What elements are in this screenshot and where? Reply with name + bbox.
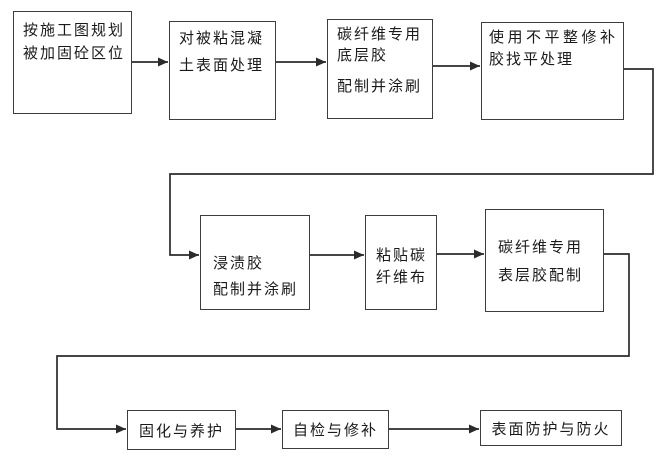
flow-step-label-line: 固化与养护 <box>138 422 224 440</box>
flow-step-label-line: 浸渍胶 <box>213 255 265 272</box>
flow-step-label-line: 按施工图规划 <box>23 22 126 39</box>
flow-step-surface-fire-protection: 表面防护与防火 <box>480 410 622 446</box>
flow-step-label-line: 自检与修补 <box>292 422 378 439</box>
flow-step-paste-carbon-fiber-cloth: 粘贴碳 纤维布 <box>365 215 437 310</box>
flow-step-label-line: 表层胶配制 <box>498 267 584 284</box>
flow-step-label-line: 纤维布 <box>376 269 428 286</box>
flow-step-self-inspection-repair: 自检与修补 <box>282 410 389 449</box>
flow-step-leveling-repair-adhesive: 使用不平整修补 胶找平处理 <box>481 22 624 120</box>
flow-step-label-line: 配制并涂刷 <box>213 281 299 298</box>
flow-step-label-line: 粘贴碳 <box>376 247 428 264</box>
flow-step-label-line: 被加固砼区位 <box>23 45 126 62</box>
flow-step-label-line: 胶找平处理 <box>489 51 575 68</box>
flow-step-label-line: 底层胶 <box>337 47 389 64</box>
flow-step-concrete-surface-treatment: 对被粘混凝 土表面处理 <box>169 21 276 120</box>
flow-step-impregnating-adhesive-mix-apply: 浸渍胶 配制并涂刷 <box>200 215 310 310</box>
flow-step-label-line: 对被粘混凝 <box>179 30 265 47</box>
flow-step-label-line: 土表面处理 <box>179 57 265 74</box>
flow-step-label-line: 碳纤维专用 <box>337 26 423 43</box>
flow-step-label-line: 使用不平整修补 <box>489 29 619 46</box>
flow-step-primer-adhesive-mix-apply: 碳纤维专用 底层胶 配制并涂刷 <box>327 19 433 119</box>
flow-step-label-line: 表面防护与防火 <box>491 420 611 438</box>
flow-step-curing-maintenance: 固化与养护 <box>127 410 236 450</box>
flow-step-label-line: 碳纤维专用 <box>498 239 584 256</box>
flow-step-plan-reinforcement-area: 按施工图规划 被加固砼区位 <box>13 11 132 114</box>
flow-step-top-coat-adhesive-mix: 碳纤维专用 表层胶配制 <box>485 209 604 312</box>
flow-step-label-line: 配制并涂刷 <box>337 78 423 95</box>
